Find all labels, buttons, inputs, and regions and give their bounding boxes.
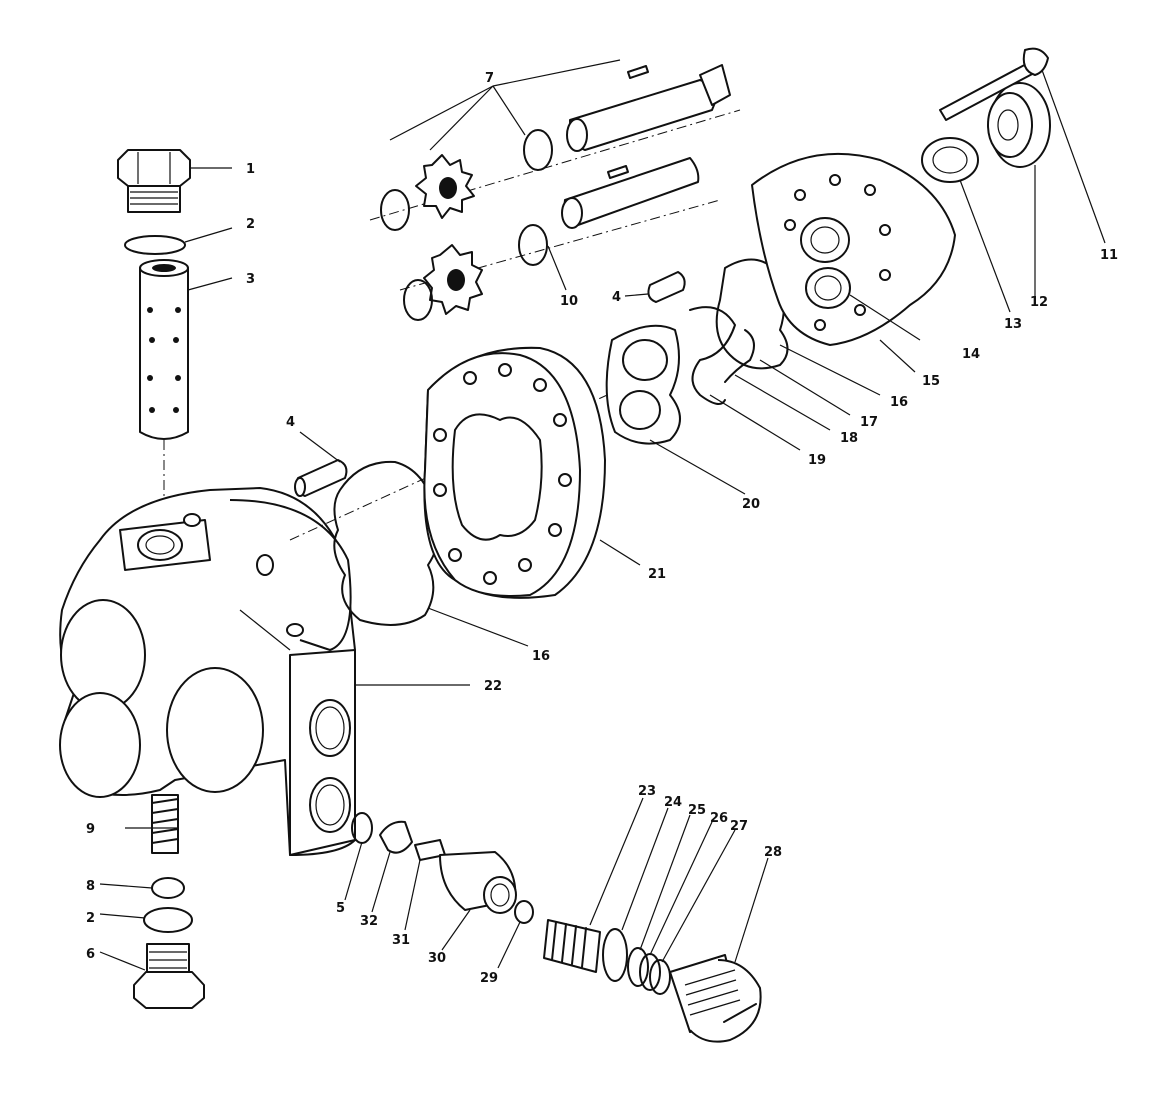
callout-2: 2 — [86, 911, 95, 926]
callout-5: 5 — [336, 901, 345, 916]
part-8-disc — [151, 877, 185, 899]
part-4-dowel-upper — [647, 271, 686, 303]
callout-2: 2 — [246, 217, 255, 232]
callout-22: 22 — [484, 679, 502, 694]
callout-9: 9 — [86, 822, 95, 837]
part-6-plug-lower — [133, 943, 205, 1009]
callout-29: 29 — [480, 971, 498, 986]
part-24-ring — [602, 928, 628, 982]
callout-13: 13 — [1004, 317, 1022, 332]
part-23-relief-spring — [543, 919, 601, 973]
callout-8: 8 — [86, 879, 95, 894]
part-2-oring-top — [124, 235, 186, 255]
part-3-tube — [139, 259, 189, 440]
callout-4: 4 — [612, 290, 621, 305]
snap-rings — [380, 129, 553, 321]
part-12-bearing — [987, 82, 1051, 168]
callout-labels: 1 2 3 4 4 7 10 11 12 13 14 15 16 17 18 1… — [86, 71, 1118, 986]
callout-20: 20 — [742, 497, 760, 512]
callout-30: 30 — [428, 951, 446, 966]
part-32-poppet — [379, 820, 413, 854]
part-9-spring — [151, 794, 179, 854]
part-2-oring-lower — [143, 907, 193, 933]
callout-15: 15 — [922, 374, 940, 389]
callout-16: 16 — [532, 649, 550, 664]
part-25-ring — [627, 947, 649, 987]
part-27-ring — [649, 959, 671, 995]
callout-12: 12 — [1030, 295, 1048, 310]
part-29-spacer — [514, 900, 534, 924]
callout-32: 32 — [360, 914, 378, 929]
part-7-drive-shaft — [566, 64, 731, 152]
gear-upper — [415, 154, 475, 219]
callout-26: 26 — [710, 811, 728, 826]
callout-31: 31 — [392, 933, 410, 948]
callout-24: 24 — [664, 795, 682, 810]
part-4-dowel-lower — [294, 459, 348, 497]
callout-1: 1 — [246, 162, 255, 177]
callout-4: 4 — [286, 415, 295, 430]
callout-17: 17 — [860, 415, 878, 430]
part-13-washer — [921, 137, 979, 183]
part-21-gear-housing — [423, 346, 606, 599]
callout-10: 10 — [560, 294, 578, 309]
part-18-backup — [724, 329, 755, 383]
part-16-gasket-left — [333, 460, 440, 626]
part-22-pump-body — [59, 487, 356, 856]
callout-11: 11 — [1100, 248, 1118, 263]
callout-23: 23 — [638, 784, 656, 799]
callout-19: 19 — [808, 453, 826, 468]
callout-7: 7 — [485, 71, 494, 86]
callout-16: 16 — [890, 395, 908, 410]
part-15-cover — [751, 152, 956, 346]
part-10-idler-shaft — [561, 157, 700, 229]
callout-6: 6 — [86, 947, 95, 962]
leader-lines — [99, 59, 1106, 971]
part-30-sleeve — [439, 851, 517, 914]
callout-14: 14 — [962, 347, 980, 362]
part-28-cap — [669, 954, 762, 1043]
gear-lower — [423, 244, 483, 315]
callout-18: 18 — [840, 431, 858, 446]
part-11-bolt — [939, 47, 1049, 121]
callout-27: 27 — [730, 819, 748, 834]
callout-3: 3 — [246, 272, 255, 287]
callout-25: 25 — [688, 803, 706, 818]
callout-28: 28 — [764, 845, 782, 860]
callout-21: 21 — [648, 567, 666, 582]
part-1-plug — [117, 149, 191, 213]
part-19-seal — [689, 306, 736, 405]
